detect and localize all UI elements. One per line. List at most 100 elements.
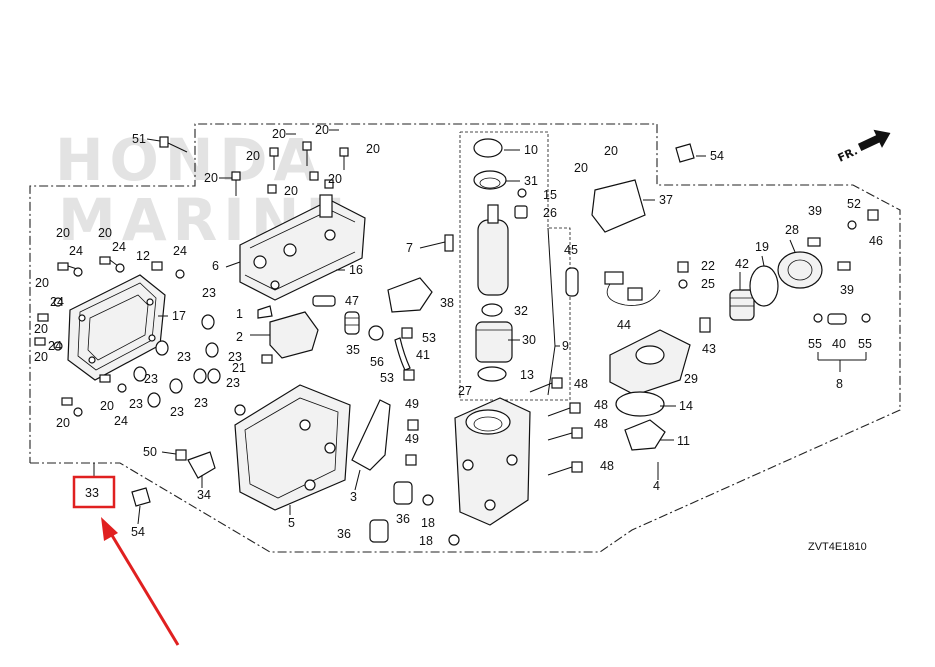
callout-23: 23: [129, 397, 143, 411]
bolts-49: [405, 419, 419, 466]
callout-23: 23: [170, 405, 184, 419]
callout-20: 20: [604, 144, 618, 158]
front-direction-marker: FR.: [836, 129, 891, 165]
bolts: [34, 136, 349, 417]
callout-55: 55: [858, 337, 872, 351]
connector-45: [565, 267, 579, 297]
gear-36-upper: [393, 481, 413, 505]
callout-53: 53: [380, 371, 394, 385]
filter-30: [475, 321, 513, 363]
bolt-20-top-3: [339, 147, 349, 170]
callout-17: 17: [172, 309, 186, 323]
callout-8: 8: [836, 377, 843, 391]
callout-50: 50: [143, 445, 157, 459]
callout-34: 34: [197, 488, 211, 502]
bolt-22: [677, 261, 689, 273]
callout-40: 40: [832, 337, 846, 351]
callout-39: 39: [840, 283, 854, 297]
bracket-38: [387, 277, 433, 313]
oring-15: [517, 188, 527, 198]
callout-39: 39: [808, 204, 822, 218]
callout-20: 20: [315, 123, 329, 137]
callout-33: 33: [85, 486, 99, 500]
callout-14: 14: [679, 399, 693, 413]
callout-25: 25: [701, 277, 715, 291]
washer-32: [481, 303, 503, 317]
callout-15: 15: [543, 188, 557, 202]
callout-46: 46: [869, 234, 883, 248]
callout-3: 3: [350, 490, 357, 504]
callout-49: 49: [405, 432, 419, 446]
callout-24: 24: [114, 414, 128, 428]
callout-23: 23: [144, 372, 158, 386]
callout-6: 6: [212, 259, 219, 273]
callout-31: 31: [524, 174, 538, 188]
throttle-body-29: [609, 329, 691, 396]
callout-20: 20: [98, 226, 112, 240]
callout-18: 18: [421, 516, 435, 530]
red-pointer-arrow-icon: [101, 517, 180, 646]
bracket-8-leader: [817, 352, 867, 372]
bolt-20-left-5: [99, 374, 111, 383]
washer-24-set: [53, 263, 185, 417]
harness-44: [604, 271, 661, 306]
bolt-20-top-5: [309, 171, 319, 181]
washer-55-left: [813, 313, 823, 323]
filter-element-42: [729, 289, 755, 321]
oring-25: [678, 279, 688, 289]
bolt-20-top-4: [231, 171, 241, 196]
clamp-53-lower: [403, 369, 415, 381]
bracket-34: [187, 451, 216, 479]
callout-21: 21: [232, 361, 246, 375]
callout-16: 16: [349, 263, 363, 277]
callout-56: 56: [370, 355, 384, 369]
callout-24: 24: [48, 339, 62, 353]
bolt-20-left-3: [37, 313, 49, 322]
callout-26: 26: [543, 206, 557, 220]
bolt-39-lower: [837, 261, 851, 271]
washer-18-lower: [448, 534, 460, 546]
bolts-48: [529, 377, 583, 476]
callout-22: 22: [701, 259, 715, 273]
callout-13: 13: [520, 368, 534, 382]
bolt-51: [159, 136, 188, 153]
callout-43: 43: [702, 342, 716, 356]
washer-52: [847, 220, 857, 230]
bracket-3: [351, 399, 391, 471]
bolt-39-upper: [807, 237, 821, 247]
callout-11: 11: [677, 434, 690, 448]
grommets-23: [133, 314, 221, 408]
bolt-20-top-1: [269, 147, 279, 170]
callout-48: 48: [600, 459, 614, 473]
callout-36: 36: [337, 527, 351, 541]
callout-20: 20: [246, 149, 260, 163]
bolt-20-left-4: [34, 337, 46, 346]
hose-41: [394, 337, 411, 371]
assembly-boundaries: [29, 123, 901, 553]
callout-42: 42: [735, 257, 749, 271]
callout-48: 48: [574, 377, 588, 391]
callout-20: 20: [56, 416, 70, 430]
callout-2: 2: [236, 330, 243, 344]
bolt-46: [867, 209, 879, 221]
clamp-53-upper: [401, 327, 413, 339]
bolt-20-left-2: [99, 256, 119, 267]
pump-parts: [473, 138, 528, 382]
callout-19: 19: [755, 240, 769, 254]
callout-5: 5: [288, 516, 295, 530]
callout-47: 47: [345, 294, 359, 308]
callout-23: 23: [194, 396, 208, 410]
callout-20: 20: [366, 142, 380, 156]
washer-55-right: [861, 313, 871, 323]
callout-labels: 51 20 20 20 20 20 20 20 20 20 20 20 20 2…: [34, 123, 883, 548]
callout-20: 20: [35, 276, 49, 290]
gasket-14: [615, 391, 665, 417]
callout-24: 24: [69, 244, 83, 258]
part-33-highlight-box: [72, 475, 116, 509]
callout-51: 51: [132, 132, 146, 146]
sensor-2: [250, 311, 319, 359]
callout-24: 24: [50, 295, 64, 309]
valve-11: [624, 419, 666, 451]
seal-10: [473, 138, 503, 158]
